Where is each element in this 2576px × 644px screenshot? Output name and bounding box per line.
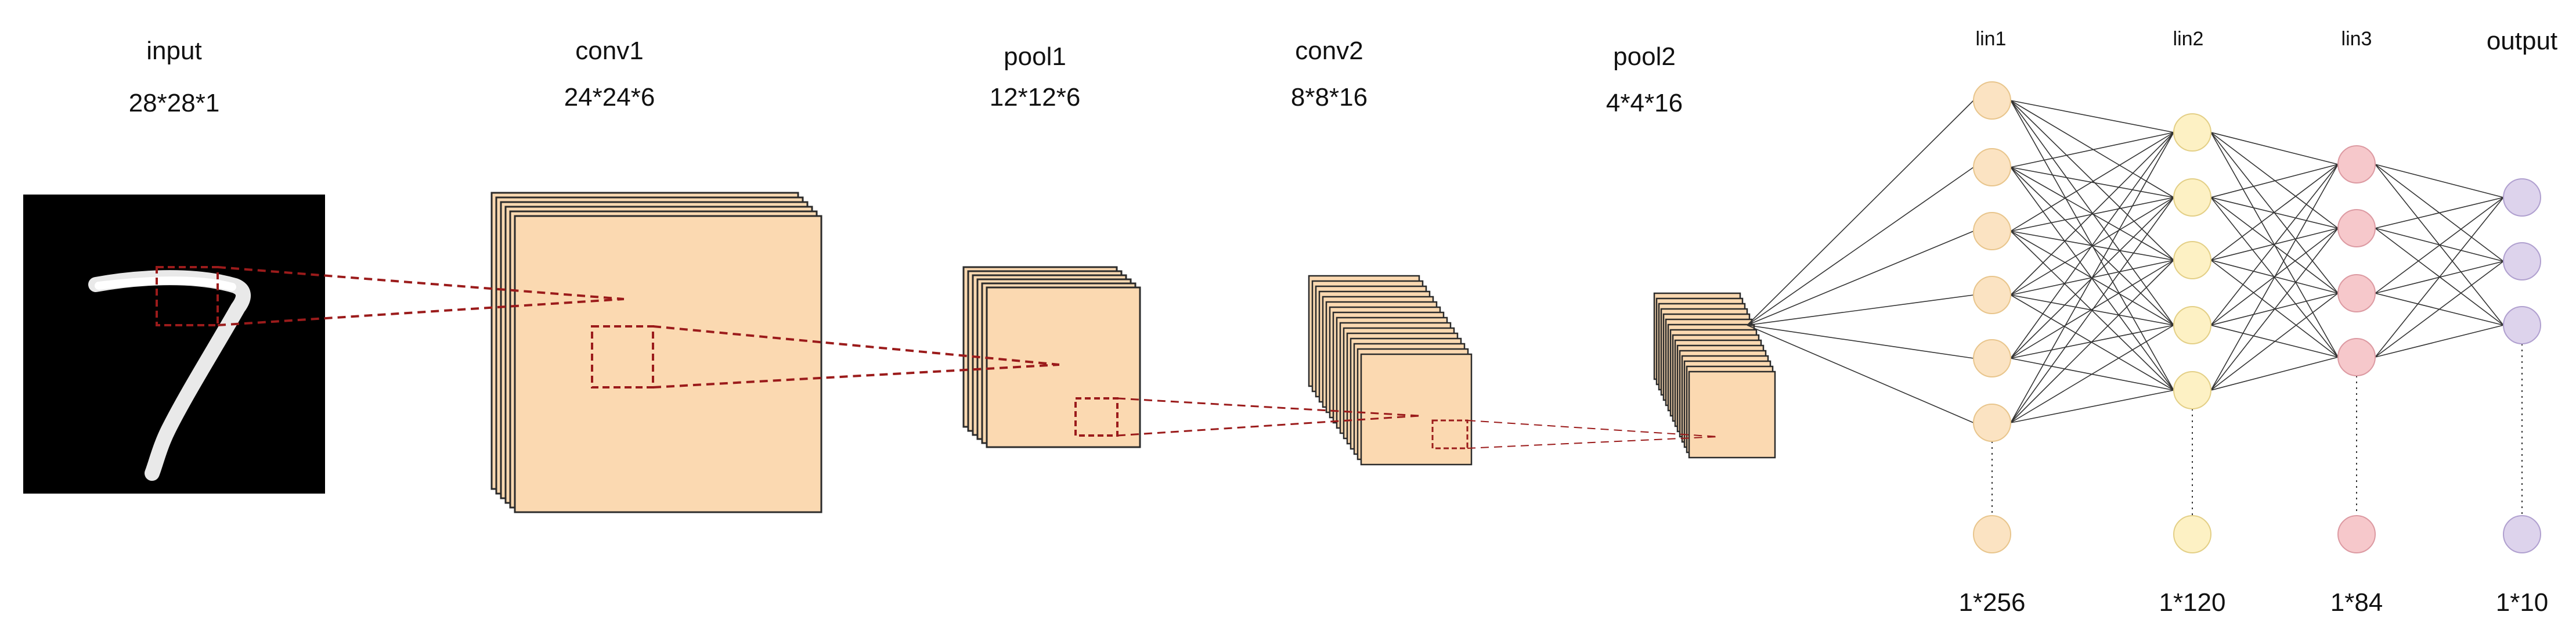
fc-neurons	[1973, 81, 2541, 553]
fan-in-connection	[1747, 167, 1974, 326]
stage-conv1-name: conv1	[575, 37, 643, 65]
dense-connection	[2375, 197, 2504, 229]
dense-connection	[2210, 164, 2339, 326]
dense-connection	[2375, 197, 2504, 358]
lin1-neuron	[1973, 212, 2011, 250]
dense-connection	[2210, 132, 2339, 229]
lin3-neuron	[2337, 209, 2376, 247]
lin3-neuron	[2337, 274, 2376, 312]
lin1-neuron	[1973, 515, 2011, 553]
dense-connection	[2010, 167, 2174, 391]
lin2-neuron	[2173, 178, 2211, 217]
conv1-receptive-field	[591, 325, 654, 388]
stage-pool2-size: 4*4*16	[1606, 89, 1683, 117]
lin2-neuron	[2173, 306, 2211, 344]
dense-connection	[2375, 164, 2504, 198]
lin1-neuron	[1973, 81, 2011, 120]
output-neuron	[2503, 178, 2541, 217]
fc-output-name: output	[2487, 27, 2557, 55]
dense-connection	[2010, 132, 2174, 232]
output-neuron	[2503, 242, 2541, 280]
dense-connection	[2210, 228, 2339, 391]
stage-pool2-name: pool2	[1613, 42, 1676, 71]
dense-connection	[2010, 132, 2174, 423]
fc-lin2-size: 1*120	[2159, 588, 2225, 617]
fan-in-connection	[1747, 325, 1974, 423]
dense-connection	[2210, 132, 2339, 165]
dense-connection	[2010, 100, 2174, 133]
dense-connection	[2010, 100, 2174, 326]
lin3-neuron	[2337, 338, 2376, 376]
dense-connection	[2375, 197, 2504, 294]
lin2-neuron	[2173, 241, 2211, 279]
pool2-feature-maps	[1653, 292, 1776, 459]
dense-connection	[2010, 132, 2174, 296]
fc-lin1-size: 1*256	[1958, 588, 2025, 617]
feature-map	[1360, 353, 1473, 466]
dense-connection	[2010, 132, 2174, 168]
feature-map	[514, 215, 822, 513]
handwritten-digit-seven-icon	[88, 270, 251, 481]
fan-in-connection	[1747, 325, 1974, 359]
dense-connection	[2375, 228, 2504, 262]
pool1-feature-maps	[962, 266, 1141, 448]
stage-conv1-size: 24*24*6	[564, 83, 655, 111]
dense-connection	[2210, 357, 2339, 391]
dense-connection	[2010, 197, 2174, 296]
stage-conv2-size: 8*8*16	[1291, 83, 1368, 111]
dense-connection	[2010, 390, 2174, 423]
feature-map	[1688, 370, 1776, 459]
lin2-neuron	[2173, 515, 2211, 553]
lin1-neuron	[1973, 148, 2011, 186]
dense-connection	[2010, 197, 2174, 423]
dense-connection	[2010, 132, 2174, 359]
fan-in-connection	[1747, 100, 1974, 326]
stage-input-size: 28*28*1	[129, 89, 220, 117]
dense-connection	[2010, 100, 2174, 198]
dense-connection	[2010, 100, 2174, 261]
lin2-neuron	[2173, 113, 2211, 152]
stage-input-name: input	[146, 37, 201, 65]
projection-lines	[217, 266, 1719, 449]
fc-output-size: 1*10	[2496, 588, 2549, 617]
lin2-neuron	[2173, 371, 2211, 409]
dense-connection	[2210, 164, 2339, 261]
conv2-receptive-field	[1431, 419, 1469, 449]
dense-connection	[2010, 294, 2174, 391]
lin3-neuron	[2337, 145, 2376, 184]
dense-connection	[2375, 325, 2504, 358]
fan-in-connection	[1747, 231, 1974, 326]
output-neuron	[2503, 515, 2541, 553]
fc-lin1-name: lin1	[1976, 28, 2007, 50]
lin1-neuron	[1973, 339, 2011, 377]
conv1-feature-maps	[490, 192, 822, 513]
lin3-neuron	[2337, 515, 2376, 553]
output-neuron	[2503, 306, 2541, 344]
pool1-receptive-field	[1074, 397, 1119, 437]
fc-connections	[1747, 100, 2523, 516]
dense-connection	[2210, 293, 2339, 391]
dense-connection	[2210, 164, 2339, 391]
stage-conv2-name: conv2	[1295, 37, 1363, 65]
stage-pool1-size: 12*12*6	[990, 83, 1081, 111]
input-image	[23, 195, 325, 494]
conv2-feature-maps	[1308, 275, 1473, 466]
dense-connection	[2010, 260, 2174, 423]
fc-lin2-name: lin2	[2173, 28, 2204, 50]
dense-connection	[2210, 164, 2339, 198]
dense-connection	[2010, 325, 2174, 423]
stage-pool1-name: pool1	[1004, 42, 1066, 71]
dense-connection	[2375, 261, 2504, 358]
feature-map	[986, 286, 1141, 448]
lin1-neuron	[1973, 276, 2011, 314]
fc-lin3-size: 1*84	[2330, 588, 2383, 617]
fc-lin3-name: lin3	[2342, 28, 2372, 50]
dense-connection	[2010, 260, 2174, 359]
fan-in-connection	[1747, 294, 1974, 326]
dense-connection	[2010, 167, 2174, 198]
lin1-neuron	[1973, 404, 2011, 442]
